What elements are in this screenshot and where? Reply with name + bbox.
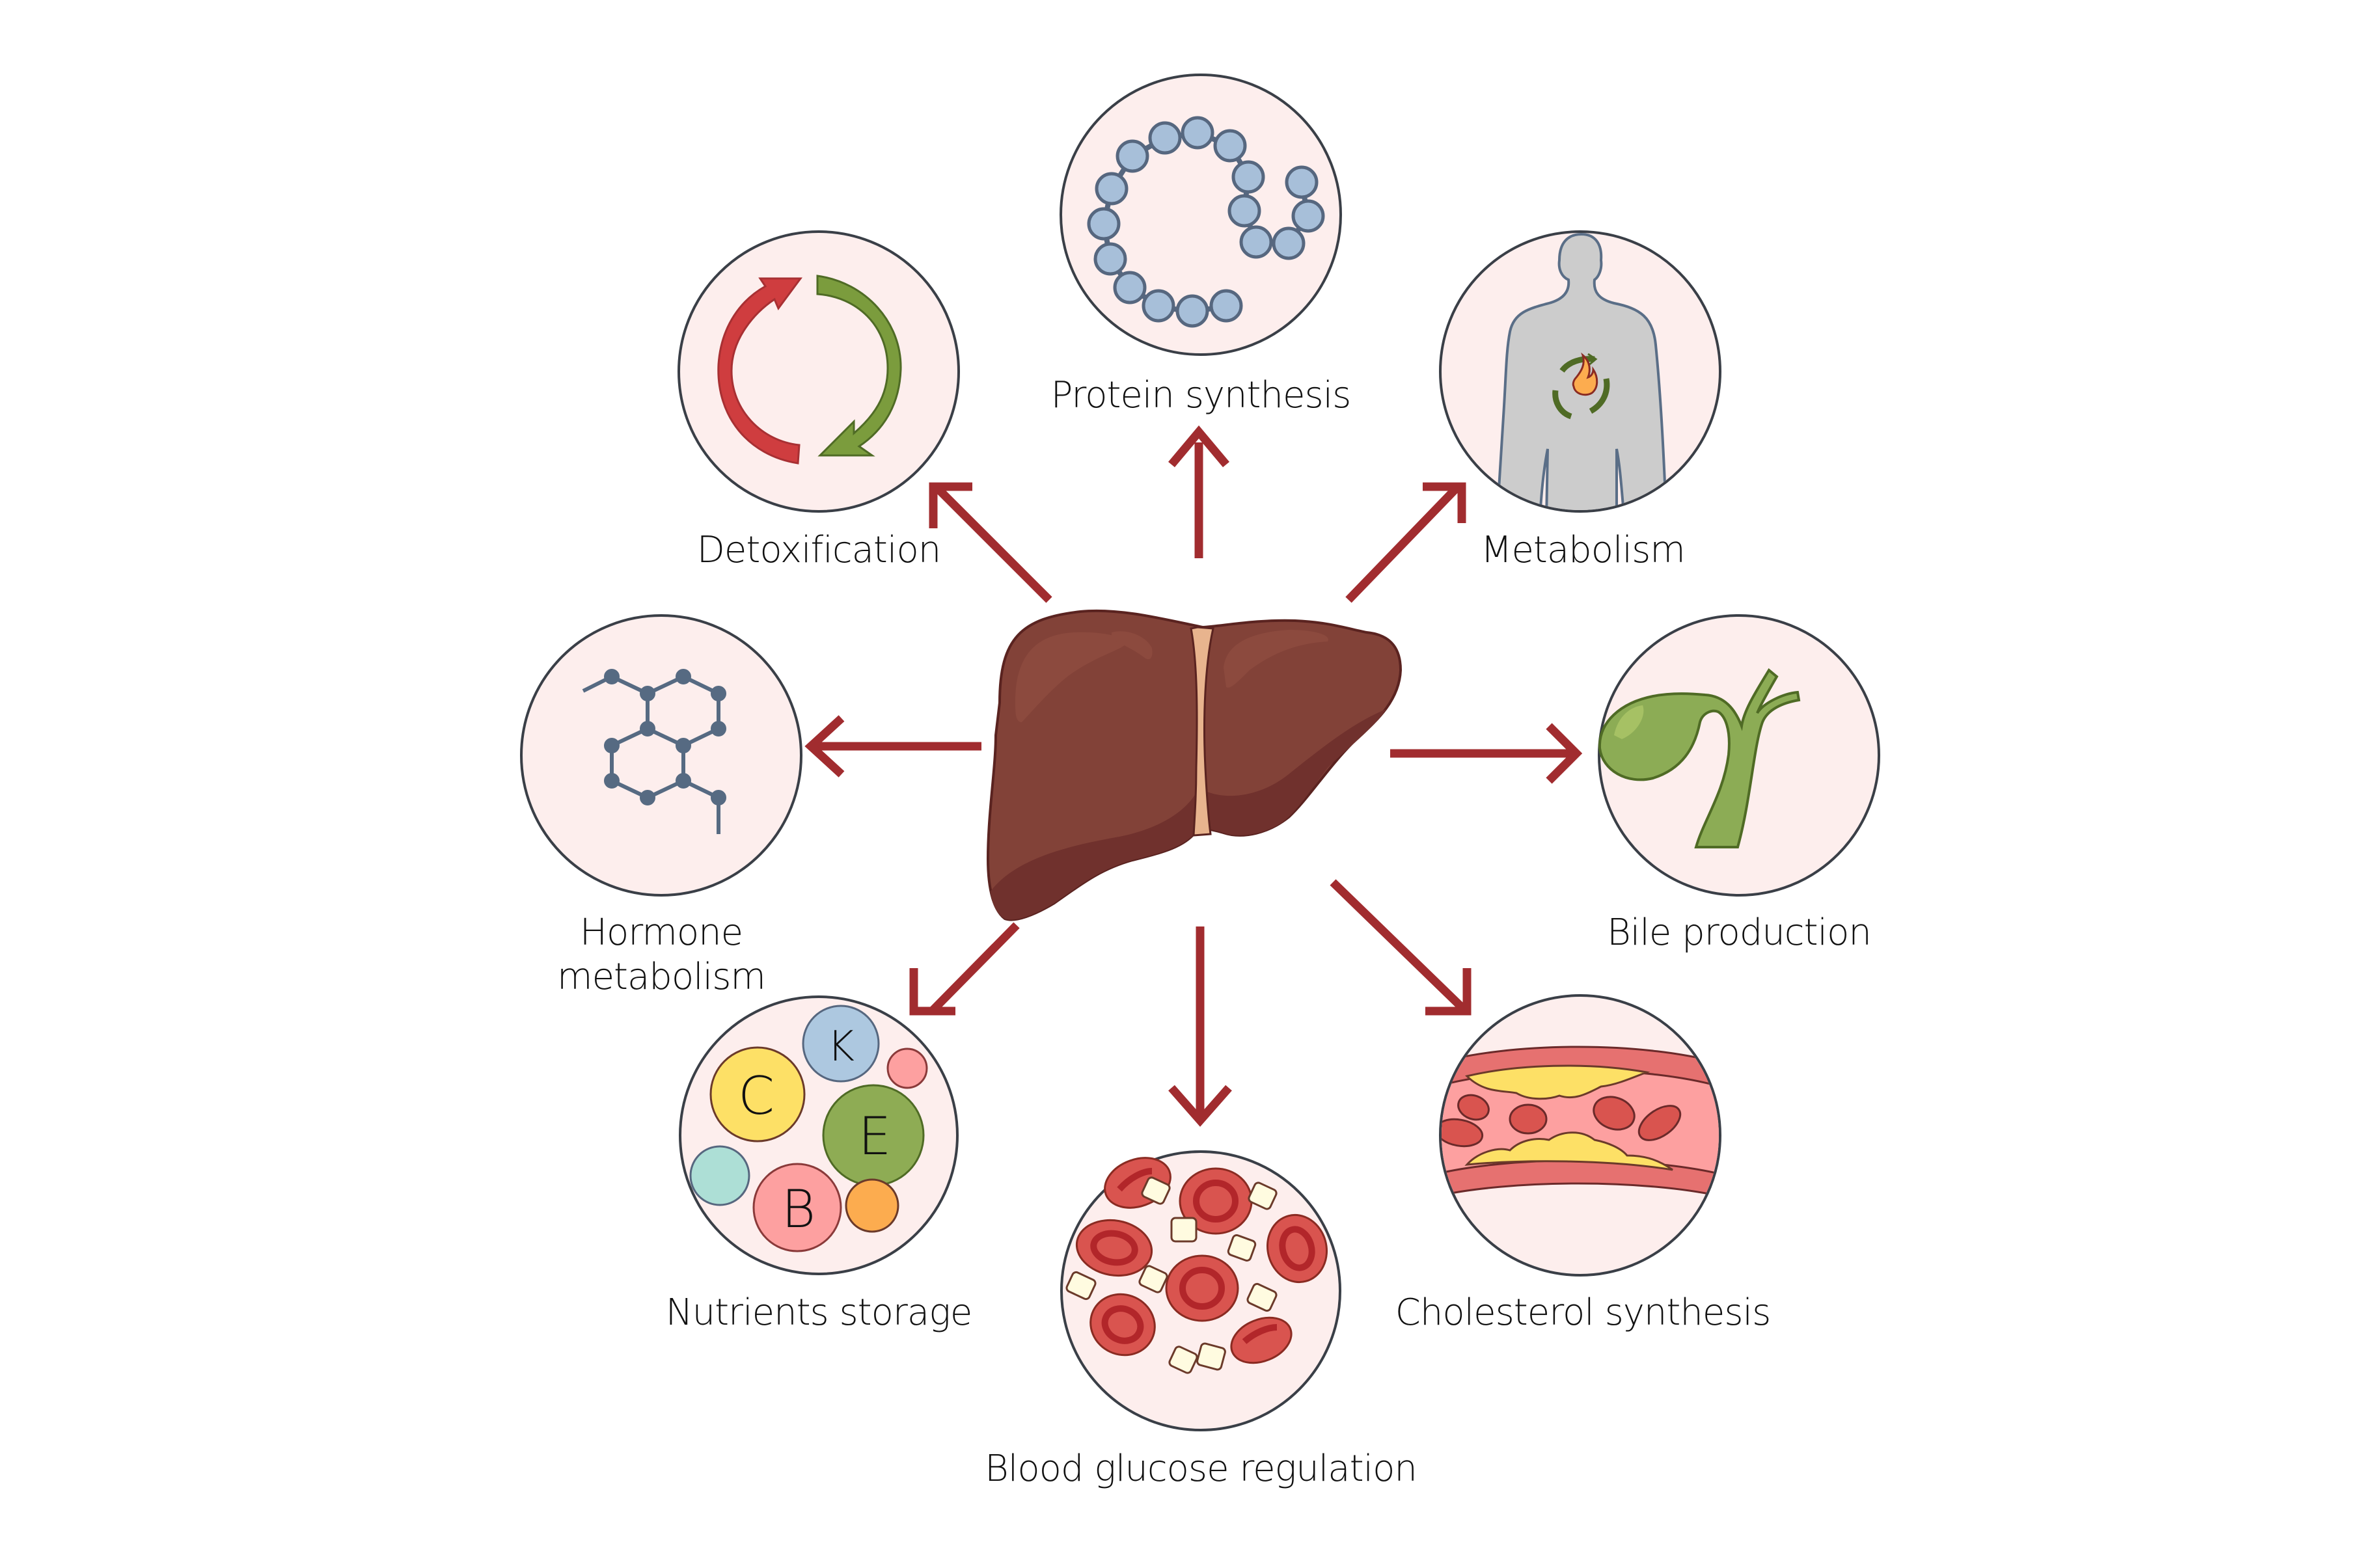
metabolism-label: Metabolism xyxy=(1481,529,1685,571)
protein-synthesis-label: Protein synthesis xyxy=(1051,374,1351,416)
artery-plaque-icon xyxy=(1442,1046,1719,1198)
hormone-metabolism-circle xyxy=(520,614,802,897)
function-detoxification: Detoxification xyxy=(678,230,960,571)
liver-icon xyxy=(986,609,1403,921)
function-metabolism: Metabolism xyxy=(1439,230,1721,571)
molecule-icon xyxy=(582,669,726,834)
function-cholesterol-synthesis: Cholesterol synthesis xyxy=(1395,994,1771,1334)
cholesterol-synthesis-label: Cholesterol synthesis xyxy=(1395,1291,1771,1334)
orange-nutrient xyxy=(845,1178,899,1233)
detoxification-label: Detoxification xyxy=(697,529,940,571)
nutrients-storage-label: Nutrients storage xyxy=(666,1291,972,1334)
arrow-to-hormone-metabolism xyxy=(804,715,981,777)
vitamin-b: B xyxy=(752,1163,842,1252)
arrow-to-blood-glucose-regulation xyxy=(1168,926,1232,1127)
vitamin-k: K xyxy=(802,1005,880,1083)
arrow-to-protein-synthesis xyxy=(1168,425,1229,558)
arrow-to-detoxification xyxy=(929,482,1052,603)
svg-text:K: K xyxy=(827,1023,855,1071)
amino-acid-chain-icon xyxy=(1087,116,1325,328)
function-blood-glucose-regulation: Blood glucose regulation xyxy=(985,1150,1417,1490)
arrow-to-bile-production xyxy=(1390,723,1583,784)
function-hormone-metabolism: Hormone metabolism xyxy=(520,614,802,998)
bile-production-label: Bile production xyxy=(1607,912,1871,954)
blood-glucose-regulation-label: Blood glucose regulation xyxy=(985,1448,1417,1490)
vitamin-e: E xyxy=(822,1084,925,1187)
teal-nutrient xyxy=(689,1145,750,1206)
cycle-arrows-icon xyxy=(717,275,902,465)
svg-text:E: E xyxy=(858,1106,892,1167)
gallbladder-icon xyxy=(1598,668,1801,848)
arrow-to-metabolism xyxy=(1345,482,1466,603)
arrow-to-nutrients-storage xyxy=(909,922,1020,1016)
arrow-to-cholesterol-synthesis xyxy=(1330,879,1472,1016)
hormone-metabolism-label-line1: Hormone xyxy=(580,912,743,954)
function-protein-synthesis: Protein synthesis xyxy=(1051,74,1351,416)
vitamin-c: C xyxy=(709,1046,806,1142)
blood-cells-glucose-icon xyxy=(1065,1157,1328,1374)
svg-text:C: C xyxy=(738,1066,774,1126)
function-nutrients-storage: C K E B Nutrients storage xyxy=(666,995,972,1334)
svg-text:B: B xyxy=(782,1179,815,1239)
vitamins-icon: C K E B xyxy=(689,1005,928,1252)
small-pink-nutrient xyxy=(886,1048,928,1089)
function-bile-production: Bile production xyxy=(1598,614,1880,954)
hormone-metabolism-label-line2: metabolism xyxy=(557,956,765,998)
arrows xyxy=(804,425,1583,1127)
